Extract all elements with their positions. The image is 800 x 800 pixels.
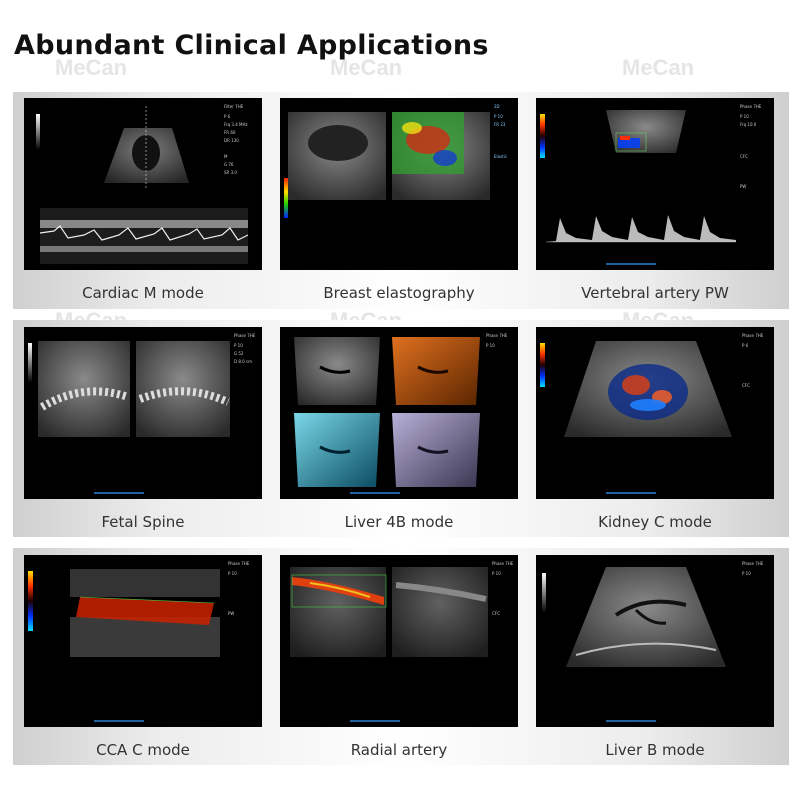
svg-text:PW: PW xyxy=(740,184,746,189)
svg-text:FR 23: FR 23 xyxy=(494,122,506,127)
svg-text:2D: 2D xyxy=(494,104,500,109)
svg-text:CFC: CFC xyxy=(492,611,500,616)
watermark: MeCan xyxy=(330,55,403,80)
breast-elastography-image: 2D P 10 FR 23 Elastic xyxy=(280,98,518,270)
cca-c-mode-image: Phase 7HE P 10 PW xyxy=(24,555,262,727)
watermark: MeCan xyxy=(622,55,695,80)
svg-text:Phase 7HE: Phase 7HE xyxy=(742,561,764,566)
svg-text:P 10: P 10 xyxy=(742,571,751,576)
radial-artery-image: Phase 7HE P 10 CFC xyxy=(280,555,518,727)
svg-text:P 10: P 10 xyxy=(486,343,495,348)
svg-text:CFC: CFC xyxy=(742,383,750,388)
vertebral-artery-pw-image: Phase 7HE P 10 Frq 10.0 CFC PW xyxy=(536,98,774,270)
svg-text:Phase 7HE: Phase 7HE xyxy=(740,104,762,109)
svg-text:P 10: P 10 xyxy=(234,343,243,348)
fetal-spine-image: Phase 7HE P 10 G 52 D 8.0 cm xyxy=(24,327,262,499)
svg-text:M: M xyxy=(224,154,228,159)
caption-kidney-c-mode: Kidney C mode xyxy=(598,513,712,531)
watermark: MeCan xyxy=(55,55,128,80)
svg-text:P 6: P 6 xyxy=(224,114,231,119)
svg-text:Phase 7HE: Phase 7HE xyxy=(228,561,250,566)
liver-4b-mode-image: Phase 7HE P 10 xyxy=(280,327,518,499)
caption-liver-b-mode: Liver B mode xyxy=(605,741,705,759)
svg-text:P 10: P 10 xyxy=(228,571,237,576)
svg-text:G 76: G 76 xyxy=(224,162,234,167)
caption-liver-4b-mode: Liver 4B mode xyxy=(344,513,454,531)
caption-fetal-spine: Fetal Spine xyxy=(101,513,185,531)
svg-text:P 10: P 10 xyxy=(492,571,501,576)
svg-text:DR 130: DR 130 xyxy=(224,138,239,143)
svg-text:Elastic: Elastic xyxy=(494,154,507,159)
svg-text:Phase 7HE: Phase 7HE xyxy=(742,333,764,338)
caption-vertebral-artery-pw: Vertebral artery PW xyxy=(581,284,729,302)
liver-b-mode-image: Phase 7HE P 10 xyxy=(536,555,774,727)
svg-text:FR 60: FR 60 xyxy=(224,130,236,135)
svg-text:D 8.0 cm: D 8.0 cm xyxy=(234,359,252,364)
svg-text:P 6: P 6 xyxy=(742,343,749,348)
caption-cardiac-m-mode: Cardiac M mode xyxy=(82,284,204,302)
kidney-c-mode-image: Phase 7HE P 6 CFC xyxy=(536,327,774,499)
svg-text:Filter 7HE: Filter 7HE xyxy=(224,104,244,109)
svg-text:Phase 7HE: Phase 7HE xyxy=(234,333,256,338)
svg-text:PW: PW xyxy=(228,611,234,616)
svg-text:Phase 7HE: Phase 7HE xyxy=(492,561,514,566)
svg-text:Phase 7HE: Phase 7HE xyxy=(486,333,508,338)
caption-radial-artery: Radial artery xyxy=(350,741,448,759)
svg-text:CFC: CFC xyxy=(740,154,748,159)
svg-text:Frq 10.0: Frq 10.0 xyxy=(740,122,757,127)
svg-text:SR 3.0: SR 3.0 xyxy=(224,170,237,175)
caption-breast-elastography: Breast elastography xyxy=(323,284,475,302)
svg-text:P 10: P 10 xyxy=(494,114,503,119)
svg-text:Frq 3.4 MHz: Frq 3.4 MHz xyxy=(224,122,248,127)
caption-cca-c-mode: CCA C mode xyxy=(96,741,190,759)
svg-text:P 10: P 10 xyxy=(740,114,749,119)
page-title: Abundant Clinical Applications xyxy=(14,30,489,61)
svg-text:G 52: G 52 xyxy=(234,351,244,356)
